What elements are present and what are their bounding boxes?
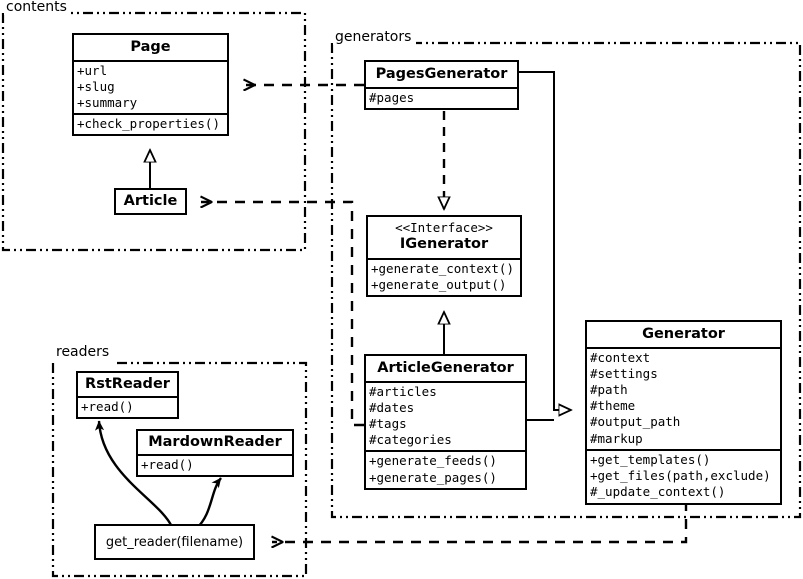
package-border-generators <box>330 41 802 519</box>
class-rstreader[interactable]: RstReader +read() <box>76 371 179 419</box>
attribute: #dates <box>369 399 415 415</box>
operation: #_update_context() <box>590 484 726 500</box>
operation: +read() <box>81 398 134 414</box>
class-page-attributes: +url +slug +summary <box>74 59 227 114</box>
attribute: #output_path <box>590 414 681 430</box>
attribute: #settings <box>590 365 658 381</box>
package-label-generators: generators <box>333 29 414 45</box>
function-box-label: get_reader(filename) <box>105 534 244 550</box>
relation-pagesgenerator-to-generator <box>519 71 571 410</box>
class-articlegenerator[interactable]: ArticleGenerator #articles #dates #tags … <box>364 354 527 490</box>
class-igenerator[interactable]: <<Interface>> IGenerator +generate_conte… <box>366 215 522 298</box>
attribute: +slug <box>77 78 115 94</box>
class-igenerator-operations: +generate_context() +generate_output() <box>368 258 520 295</box>
class-generator-operations: +get_templates() +get_files(path,exclude… <box>587 448 780 503</box>
attribute: #context <box>590 349 651 365</box>
operation: +get_files(path,exclude) <box>590 468 771 484</box>
attribute: #markup <box>590 430 643 446</box>
package-border-contents <box>1 11 307 252</box>
class-mardownreader-name: MardownReader <box>148 434 282 450</box>
relation-articlegenerator-to-article <box>201 202 364 427</box>
class-mardownreader-operations: +read() <box>138 453 292 475</box>
attribute: #articles <box>369 383 437 399</box>
package-label-contents: contents <box>4 0 69 15</box>
relation-getreader-to-mardownreader <box>195 477 222 530</box>
attribute: #pages <box>369 89 415 105</box>
operation: +generate_context() <box>371 261 514 277</box>
class-page-name: Page <box>130 39 171 55</box>
attribute: #path <box>590 382 628 398</box>
operation: +generate_output() <box>371 277 507 293</box>
attribute: #theme <box>590 398 636 414</box>
class-articlegenerator-name: ArticleGenerator <box>377 360 514 376</box>
class-articlegenerator-operations: +generate_feeds() +generate_pages() <box>366 450 525 487</box>
class-generator[interactable]: Generator #context #settings #path #them… <box>585 320 782 505</box>
attribute: +url <box>77 62 108 78</box>
function-box-get-reader[interactable]: get_reader(filename) <box>94 524 255 560</box>
operation: +check_properties() <box>77 116 220 132</box>
class-mardownreader[interactable]: MardownReader +read() <box>136 429 294 477</box>
class-page[interactable]: Page +url +slug +summary +check_properti… <box>72 33 229 137</box>
class-article[interactable]: Article <box>114 188 187 215</box>
class-pagesgenerator-attributes: #pages <box>366 86 517 108</box>
class-articlegenerator-attributes: #articles #dates #tags #categories <box>366 380 525 451</box>
class-rstreader-name: RstReader <box>85 376 170 392</box>
package-border-readers <box>51 361 308 578</box>
operation: +generate_feeds() <box>369 453 497 469</box>
operation: +generate_pages() <box>369 469 497 485</box>
class-article-name: Article <box>123 193 178 209</box>
class-igenerator-stereotype: <<Interface>> <box>395 220 493 235</box>
class-pagesgenerator[interactable]: PagesGenerator #pages <box>364 60 519 110</box>
class-rstreader-operations: +read() <box>78 395 177 417</box>
package-label-readers: readers <box>54 344 112 360</box>
class-generator-attributes: #context #settings #path #theme #output_… <box>587 346 780 449</box>
operation: +get_templates() <box>590 451 711 467</box>
attribute: +summary <box>77 95 138 111</box>
relation-generator-to-getreader <box>272 501 688 542</box>
class-igenerator-name: IGenerator <box>399 236 489 253</box>
class-pagesgenerator-name: PagesGenerator <box>375 66 508 82</box>
class-generator-name: Generator <box>642 326 725 342</box>
attribute: #categories <box>369 432 452 448</box>
operation: +read() <box>141 456 194 472</box>
class-page-operations: +check_properties() <box>74 113 227 134</box>
attribute: #tags <box>369 416 407 432</box>
relation-getreader-to-rstreader <box>94 420 174 528</box>
